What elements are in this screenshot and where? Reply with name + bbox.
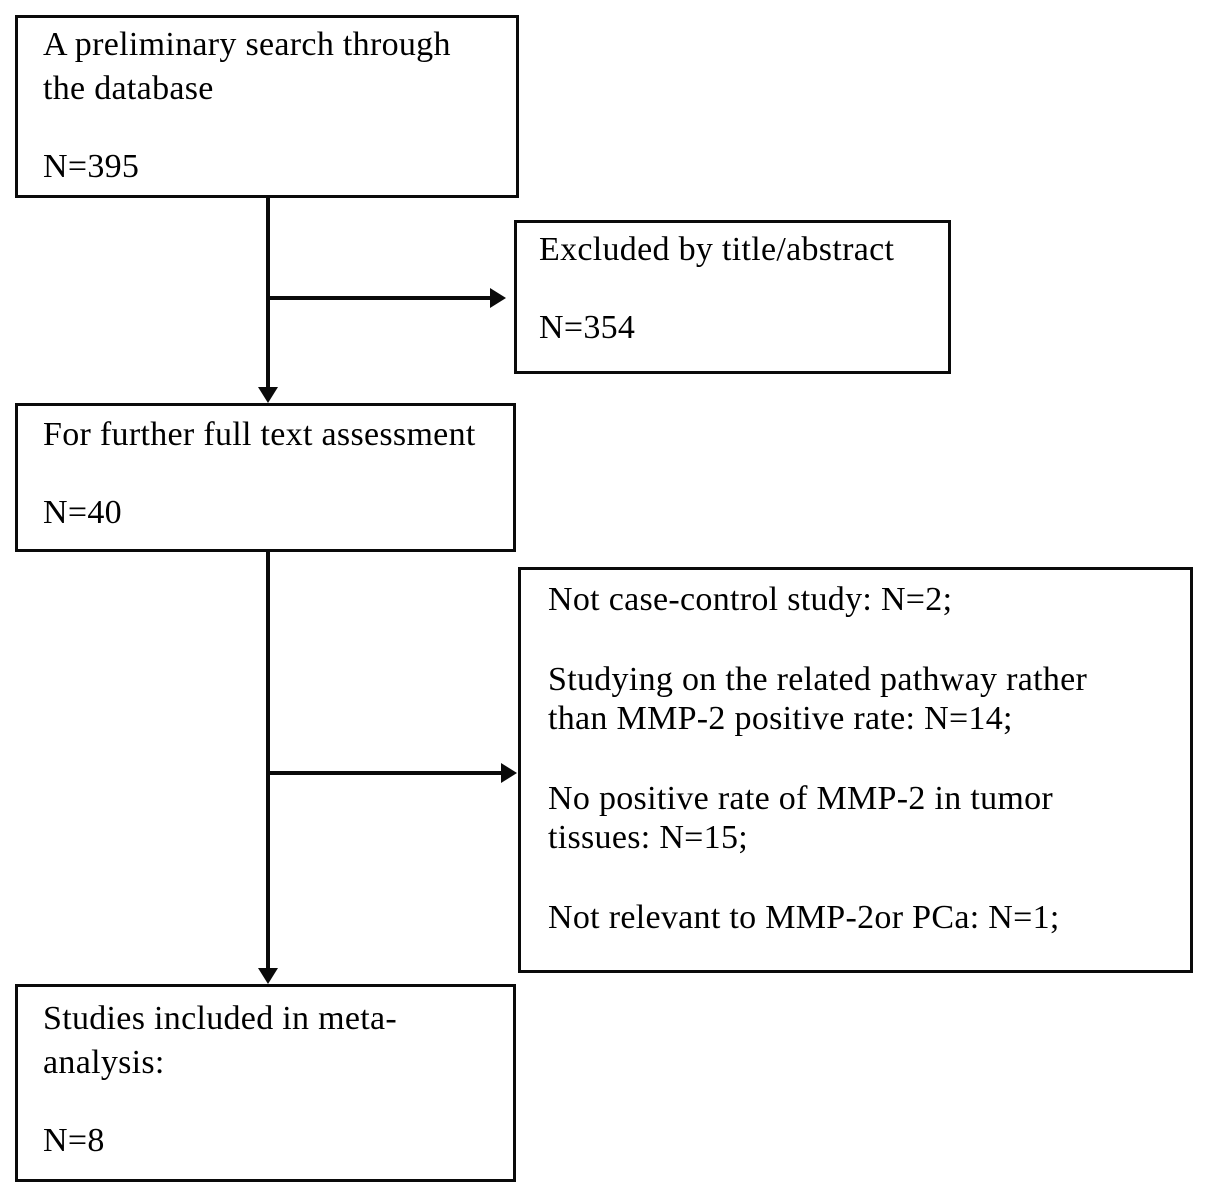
box-label: Excluded by title/abstract (539, 231, 895, 268)
box-count: N=40 (43, 494, 122, 531)
box-count: N=395 (43, 148, 140, 185)
box-preliminary-search: A preliminary search through the databas… (15, 15, 519, 198)
exclusion-reason-item: Not relevant to MMP-2or PCa: N=1; (548, 899, 1060, 936)
box-label: A preliminary search through the databas… (43, 26, 451, 107)
arrow-c-to-e-line (266, 551, 270, 969)
box-label: Studies included in meta- analysis: (43, 1000, 398, 1081)
arrow-branch-excluded-head (490, 288, 506, 308)
box-included-meta-analysis: Studies included in meta- analysis: N=8 (15, 984, 516, 1182)
box-excluded-title-abstract: Excluded by title/abstract N=354 (514, 220, 951, 374)
exclusion-reason-item: Studying on the related pathway rather t… (548, 661, 1088, 737)
arrow-branch-excluded-line (268, 296, 491, 300)
box-count: N=354 (539, 309, 636, 346)
arrow-branch-reasons-line (268, 771, 502, 775)
arrow-branch-reasons-head (501, 763, 517, 783)
box-full-text-assessment: For further full text assessment N=40 (15, 403, 516, 552)
arrow-a-to-c-line (266, 196, 270, 388)
box-label: For further full text assessment (43, 416, 476, 453)
exclusion-reason-item: Not case-control study: N=2; (548, 581, 953, 618)
box-exclusion-reasons: Not case-control study: N=2; Studying on… (518, 567, 1193, 973)
arrow-c-to-e-head (258, 968, 278, 984)
arrow-a-to-c-head (258, 387, 278, 403)
exclusion-reason-item: No positive rate of MMP-2 in tumor tissu… (548, 780, 1054, 856)
box-count: N=8 (43, 1122, 105, 1159)
